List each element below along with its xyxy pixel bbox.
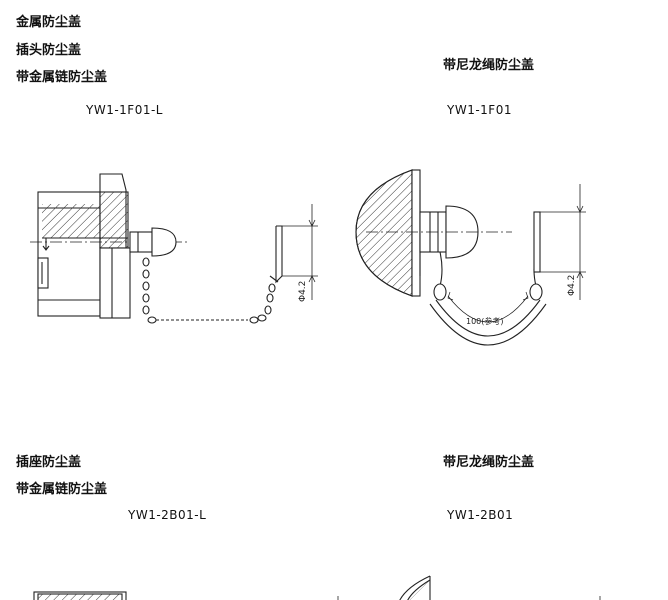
label-metal-chain-cover-bottom: 带金属链防尘盖 — [16, 482, 108, 497]
hole-diameter-left: Φ4.2 — [298, 281, 308, 302]
label-plug-cover: 插头防尘盖 — [16, 43, 82, 58]
label-nylon-rope-cover-bottom: 带尼龙绳防尘盖 — [443, 455, 535, 470]
plug-chain-cover-drawing — [30, 173, 318, 324]
model-code-bottom-left: YW1-2B01-L — [128, 508, 207, 522]
rope-length-dimension: 100(参考) — [466, 316, 504, 326]
label-metal-chain-cover-top: 带金属链防尘盖 — [16, 70, 108, 85]
model-code-bottom-right: YW1-2B01 — [447, 508, 514, 522]
label-nylon-rope-cover-top: 带尼龙绳防尘盖 — [443, 58, 535, 73]
nylon-rope-cover-drawing — [355, 169, 586, 346]
socket-rope-cover-drawing-partial — [337, 575, 601, 600]
model-code-top-right: YW1-1F01 — [447, 103, 512, 117]
hole-diameter-right: Φ4.2 — [567, 275, 577, 296]
socket-cover-drawing-partial — [33, 591, 127, 600]
model-code-top-left: YW1-1F01-L — [86, 103, 163, 117]
label-socket-cover: 插座防尘盖 — [16, 455, 82, 470]
label-metal-cover: 金属防尘盖 — [16, 15, 82, 30]
